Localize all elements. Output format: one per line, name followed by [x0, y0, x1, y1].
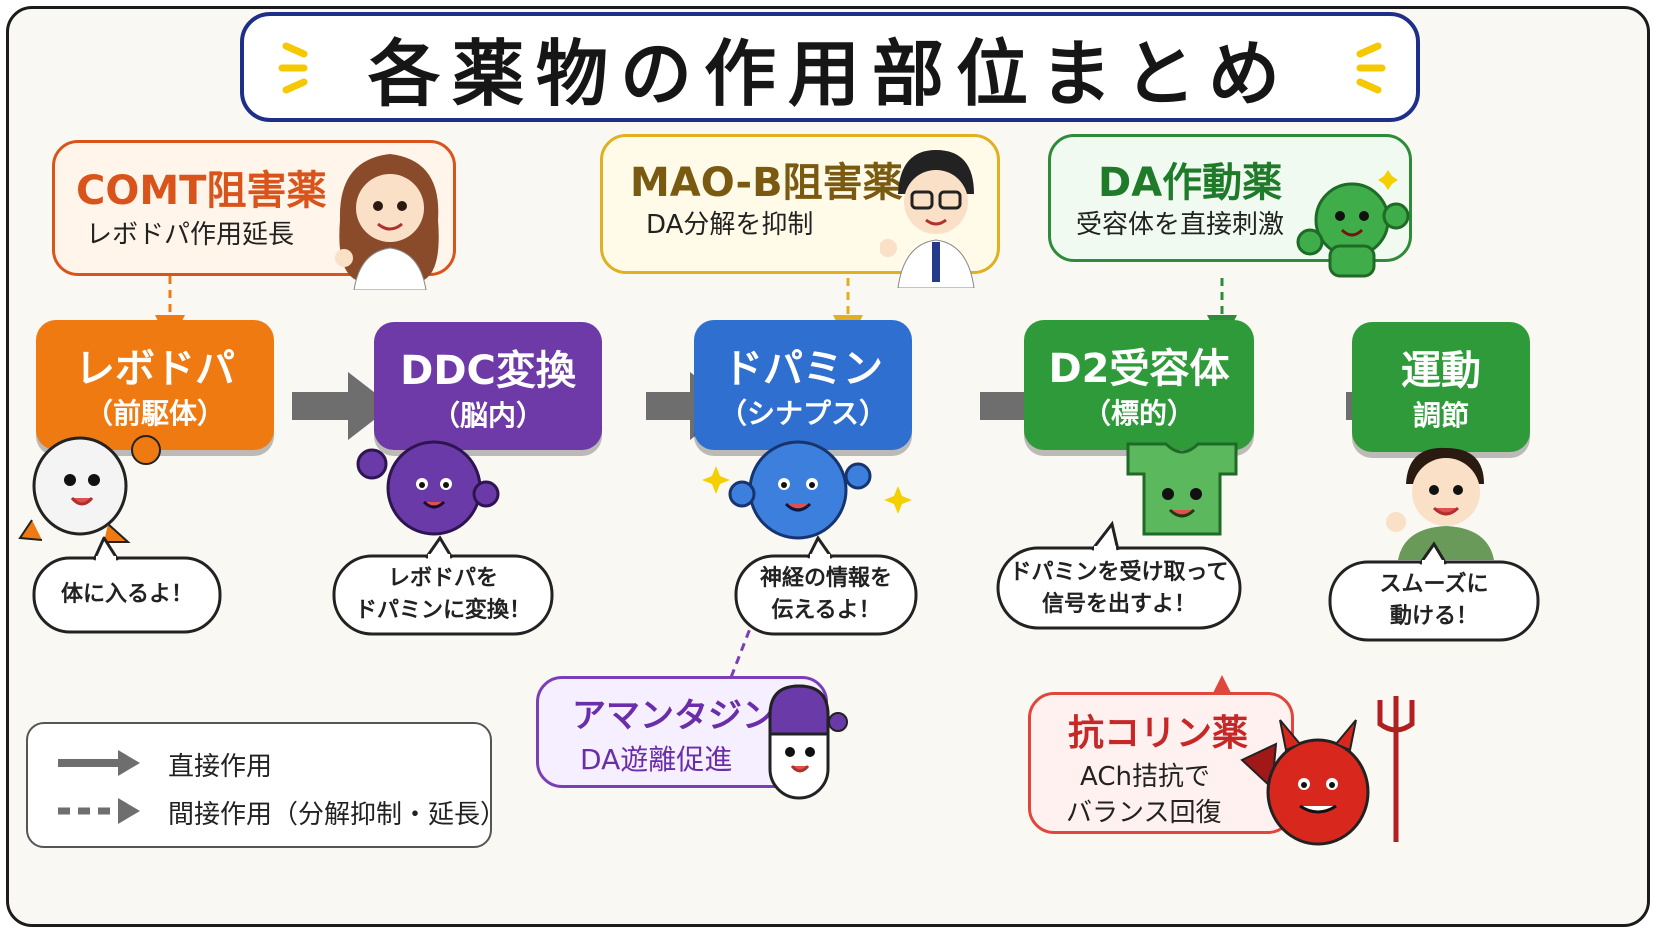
- blue-dopamine-mascot-icon: [702, 440, 912, 540]
- flow-box-levodopa: [36, 320, 274, 450]
- flow-box-d2: [1024, 320, 1254, 450]
- comt-desc: レボドパ作用延長: [86, 220, 295, 250]
- boy-mascot-icon: [1386, 447, 1494, 560]
- speech-bubble-shape-1: [32, 556, 222, 634]
- speech-text-5b: 動ける！: [1389, 604, 1478, 629]
- maob-name: MAO-B阻害薬: [630, 160, 903, 206]
- flow-box-ddc: [374, 322, 602, 450]
- pill-mascot-icon: [18, 435, 161, 543]
- anticholinergic-name: 抗コリン薬: [1068, 713, 1249, 754]
- speech-text-4b: 信号を出すよ！: [1041, 592, 1196, 617]
- anticholinergic-line2: バランス回復: [1066, 798, 1222, 828]
- flow-box-levodopa-sub: （前駆体）: [84, 397, 225, 430]
- speech-text-3a: 神経の情報を: [759, 566, 892, 591]
- male-doctor-icon: [880, 150, 975, 288]
- flow-box-movement-title: 運動: [1401, 348, 1481, 394]
- da-agonist-name: DA作動薬: [1098, 160, 1283, 206]
- speech-text-2a: レボドパを: [387, 566, 498, 591]
- speech-text-1: 体に入るよ！: [60, 582, 193, 607]
- flow-box-ddc-sub: （脳内）: [431, 399, 544, 432]
- comt-name: COMT阻害薬: [76, 168, 327, 214]
- flow-box-dopamine: [694, 320, 912, 450]
- legend-box: [26, 722, 492, 848]
- sparkle-right-icon: [1356, 42, 1386, 94]
- speech-text-5a: スムーズに: [1379, 572, 1489, 597]
- speech-text-2b: ドパミンに変換！: [354, 598, 531, 623]
- title-banner: 各薬物の作用部位まとめ: [240, 12, 1420, 122]
- flow-box-movement: [1352, 322, 1530, 452]
- green-muscle-character-icon: [1296, 170, 1410, 278]
- purple-enzyme-mascot-icon: [356, 440, 500, 536]
- flow-box-levodopa-title: レボドパ: [75, 346, 235, 392]
- flow-box-dopamine-sub: （シナプス）: [718, 397, 887, 430]
- page-title: 各薬物の作用部位まとめ: [367, 31, 1292, 116]
- speech-text-4a: ドパミンを受け取って: [1009, 560, 1229, 585]
- flow-box-ddc-title: DDC変換: [400, 348, 576, 394]
- capsule-mascot-icon: [768, 684, 848, 800]
- flow-box-d2-sub: （標的）: [1082, 397, 1195, 430]
- da-agonist-desc: 受容体を直接刺激: [1076, 210, 1285, 240]
- legend-direct-label: 直接作用: [168, 752, 273, 782]
- legend-indirect-arrow-icon: [58, 798, 140, 824]
- red-devil-mascot-icon: [1240, 696, 1415, 846]
- flow-arrow-1: [292, 372, 392, 440]
- legend-direct-arrow-icon: [58, 750, 140, 776]
- female-doctor-icon: [335, 154, 439, 290]
- amantadine-desc: DA遊離促進: [580, 743, 733, 776]
- flow-box-dopamine-title: ドパミン: [723, 346, 883, 392]
- maob-desc: DA分解を抑制: [646, 210, 814, 240]
- flow-box-d2-title: D2受容体: [1048, 346, 1230, 392]
- flow-box-movement-sub: 調節: [1412, 399, 1469, 432]
- sparkle-left-icon: [278, 42, 308, 94]
- speech-text-3b: 伝えるよ！: [771, 598, 881, 623]
- green-receptor-mascot-icon: [1126, 442, 1238, 536]
- legend-indirect-label: 間接作用（分解抑制・延長）: [168, 800, 507, 830]
- anticholinergic-line1: ACh拮抗で: [1080, 762, 1210, 792]
- amantadine-name: アマンタジン: [572, 696, 776, 736]
